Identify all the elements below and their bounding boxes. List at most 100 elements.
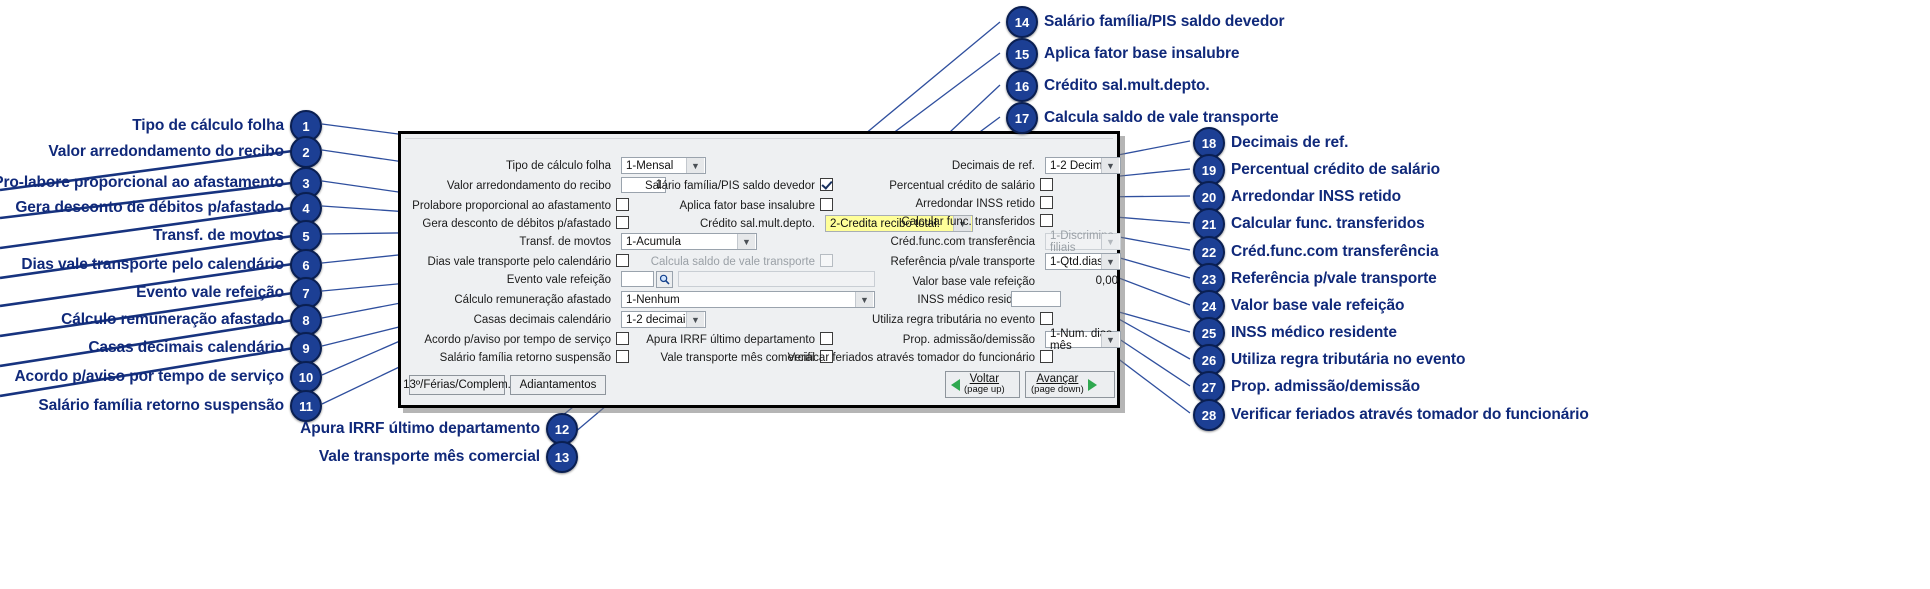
callout-20-number: 20 xyxy=(1193,181,1225,213)
callout-17-number: 17 xyxy=(1006,102,1038,134)
select-calculo-remuneracao-afastado[interactable]: 1-Nenhum ▼ xyxy=(621,291,875,308)
checkbox-percentual-credito-salario[interactable] xyxy=(1040,178,1053,191)
select-referencia-vale-transporte[interactable]: 1-Qtd.dias ▼ xyxy=(1045,253,1121,270)
field-casas-decimais-calendario: Casas decimais calendário xyxy=(405,311,611,328)
arrow-right-icon xyxy=(1087,378,1097,391)
label-tipo-calculo-folha: Tipo de cálculo folha xyxy=(505,159,611,172)
checkbox-salario-familia-retorno-suspensao[interactable] xyxy=(616,350,629,363)
value-referencia-vale-transporte: 1-Qtd.dias xyxy=(1050,255,1104,268)
label-vale-transporte-mes-comercial: Vale transporte mês comercial xyxy=(660,351,815,364)
callout-26-text: Utiliza regra tributária no evento xyxy=(1231,351,1466,368)
callout-15-number: 15 xyxy=(1006,38,1038,70)
callout-12: Apura IRRF último departamento 12 xyxy=(230,413,578,445)
field-credito-sal-mult-depto: Crédito sal.mult.depto. xyxy=(651,215,815,232)
callout-5-text: Transf. de movtos xyxy=(153,227,284,244)
chevron-down-icon: ▼ xyxy=(686,158,704,173)
callout-10-number: 10 xyxy=(290,361,322,393)
value-calculo-remuneracao-afastado: 1-Nenhum xyxy=(626,293,680,306)
callout-15-text: Aplica fator base insalubre xyxy=(1044,45,1240,62)
callout-15: 15 Aplica fator base insalubre xyxy=(1006,38,1240,70)
value-cred-func-com-transferencia: 1-Discrimina filiais xyxy=(1050,229,1114,254)
callout-1: Tipo de cálculo folha 1 xyxy=(0,110,322,142)
field-dias-vale-transporte: Dias vale transporte pelo calendário xyxy=(405,253,611,270)
label-valor-base-vale-refeicao: Valor base vale refeição xyxy=(912,275,1035,288)
field-aplica-fator-base-insalubre: Aplica fator base insalubre xyxy=(651,197,815,214)
chevron-down-icon: ▼ xyxy=(1101,158,1119,173)
callout-21: 21 Calcular func. transferidos xyxy=(1193,208,1425,240)
checkbox-salario-familia-pis-saldo-devedor[interactable] xyxy=(820,178,833,191)
dialog-content: Tipo de cálculo folha 1-Mensal ▼ Valor a… xyxy=(403,138,1121,401)
select-credito-sal-mult-depto[interactable]: 2-Credita recibo total. ▼ xyxy=(825,215,973,232)
label-verificar-feriados-tomador: Verificar feriados através tomador do fu… xyxy=(787,351,1035,364)
select-decimais-de-ref[interactable]: 1-2 Decimais ▼ xyxy=(1045,157,1121,174)
select-cred-func-com-transferencia[interactable]: 1-Discrimina filiais ▼ xyxy=(1045,230,1121,254)
value-casas-decimais-calendario: 1-2 decimais xyxy=(626,313,692,326)
chevron-down-icon: ▼ xyxy=(737,234,755,249)
checkbox-prolabore-proporcional-afastamento[interactable] xyxy=(616,198,629,211)
checkbox-dias-vale-transporte-calendario[interactable] xyxy=(616,254,629,267)
select-prop-admissao-demissao[interactable]: 1-Num. dias mês ▼ xyxy=(1045,328,1121,352)
callout-16-text: Crédito sal.mult.depto. xyxy=(1044,77,1210,94)
callout-17-text: Calcula saldo de vale transporte xyxy=(1044,109,1279,126)
callout-5: Transf. de movtos 5 xyxy=(0,220,322,252)
callout-7-number: 7 xyxy=(290,277,322,309)
label-calcular-func-transferidos: Calcular func. transferidos xyxy=(901,215,1035,228)
callout-14: 14 Salário família/PIS saldo devedor xyxy=(1006,6,1285,38)
callout-8: Cálculo remuneração afastado 8 xyxy=(0,304,322,336)
checkbox-aplica-fator-base-insalubre[interactable] xyxy=(820,198,833,211)
callout-4-text: Gera desconto de débitos p/afastado xyxy=(15,199,284,216)
callout-10: Acordo p/aviso por tempo de serviço 10 xyxy=(0,361,322,393)
callout-25-text: INSS médico residente xyxy=(1231,324,1397,341)
input-evento-vale-refeicao[interactable] xyxy=(621,271,654,287)
value-prop-admissao-demissao: 1-Num. dias mês xyxy=(1050,327,1112,352)
checkbox-calcula-saldo-vale-transporte[interactable] xyxy=(820,254,833,267)
callout-16: 16 Crédito sal.mult.depto. xyxy=(1006,70,1210,102)
input-inss-medico-residente[interactable] xyxy=(1011,291,1061,307)
checkbox-apura-irrf-ultimo-departamento[interactable] xyxy=(820,332,833,345)
callout-16-number: 16 xyxy=(1006,70,1038,102)
select-transf-movtos[interactable]: 1-Acumula ▼ xyxy=(621,233,757,250)
field-calculo-remuneracao-afastado: Cálculo remuneração afastado xyxy=(405,291,611,308)
checkbox-acordo-aviso-tempo-servico[interactable] xyxy=(616,332,629,345)
label-utiliza-regra-tributaria-evento: Utiliza regra tributária no evento xyxy=(872,313,1035,326)
callout-22-number: 22 xyxy=(1193,236,1225,268)
callout-2-text: Valor arredondamento do recibo xyxy=(48,143,284,160)
callout-11-number: 11 xyxy=(290,390,322,422)
checkbox-utiliza-regra-tributaria-evento[interactable] xyxy=(1040,312,1053,325)
next-button[interactable]: Avançar (page down) xyxy=(1025,371,1115,398)
checkbox-calcular-func-transferidos[interactable] xyxy=(1040,214,1053,227)
checkbox-verificar-feriados-tomador[interactable] xyxy=(1040,350,1053,363)
callout-9-number: 9 xyxy=(290,332,322,364)
select-casas-decimais-calendario[interactable]: 1-2 decimais ▼ xyxy=(621,311,706,328)
field-gera-desconto-debitos: Gera desconto de débitos p/afastado xyxy=(405,215,611,232)
callout-7: Evento vale refeição 7 xyxy=(0,277,322,309)
checkbox-arredondar-inss-retido[interactable] xyxy=(1040,196,1053,209)
label-decimais-de-ref: Decimais de ref. xyxy=(951,159,1035,172)
field-calcular-func-transferidos: Calcular func. transferidos xyxy=(855,213,1035,230)
field-prolabore-proporcional: Prolabore proporcional ao afastamento xyxy=(405,197,611,214)
field-prop-admissao-demissao: Prop. admissão/demissão xyxy=(855,331,1035,348)
adiantamentos-button[interactable]: Adiantamentos xyxy=(510,375,606,395)
field-arredondar-inss-retido: Arredondar INSS retido xyxy=(855,195,1035,212)
checkbox-vale-transporte-mes-comercial[interactable] xyxy=(820,350,833,363)
label-referencia-vale-transporte: Referência p/vale transporte xyxy=(890,255,1035,268)
label-salario-familia-pis-saldo-devedor: Salário família/PIS saldo devedor xyxy=(644,179,815,192)
back-button[interactable]: Voltar (page up) xyxy=(945,371,1020,398)
select-tipo-calculo-folha[interactable]: 1-Mensal ▼ xyxy=(621,157,706,174)
label-salario-familia-retorno-suspensao: Salário família retorno suspensão xyxy=(439,351,611,364)
input-valor-arredondamento-recibo[interactable]: 1 xyxy=(621,177,666,193)
search-lookup-icon[interactable] xyxy=(656,271,673,288)
callout-20: 20 Arredondar INSS retido xyxy=(1193,181,1401,213)
callout-23-number: 23 xyxy=(1193,263,1225,295)
value-credito-sal-mult-depto: 2-Credita recibo total. xyxy=(830,217,940,230)
callout-28-number: 28 xyxy=(1193,399,1225,431)
checkbox-gera-desconto-debitos-afastado[interactable] xyxy=(616,216,629,229)
field-salario-familia-pis: Salário família/PIS saldo devedor xyxy=(645,177,815,194)
callout-12-text: Apura IRRF último departamento xyxy=(300,420,540,437)
callout-21-text: Calcular func. transferidos xyxy=(1231,215,1425,232)
ferias-complem-button[interactable]: 13º/Férias/Complem. xyxy=(403,375,511,395)
input-valor-base-vale-refeicao[interactable]: 0,00 xyxy=(1045,273,1121,289)
magnifier-glyph xyxy=(659,274,670,285)
callout-9-text: Casas decimais calendário xyxy=(88,339,284,356)
field-verificar-feriados-tomador: Verificar feriados através tomador do fu… xyxy=(788,349,1035,366)
